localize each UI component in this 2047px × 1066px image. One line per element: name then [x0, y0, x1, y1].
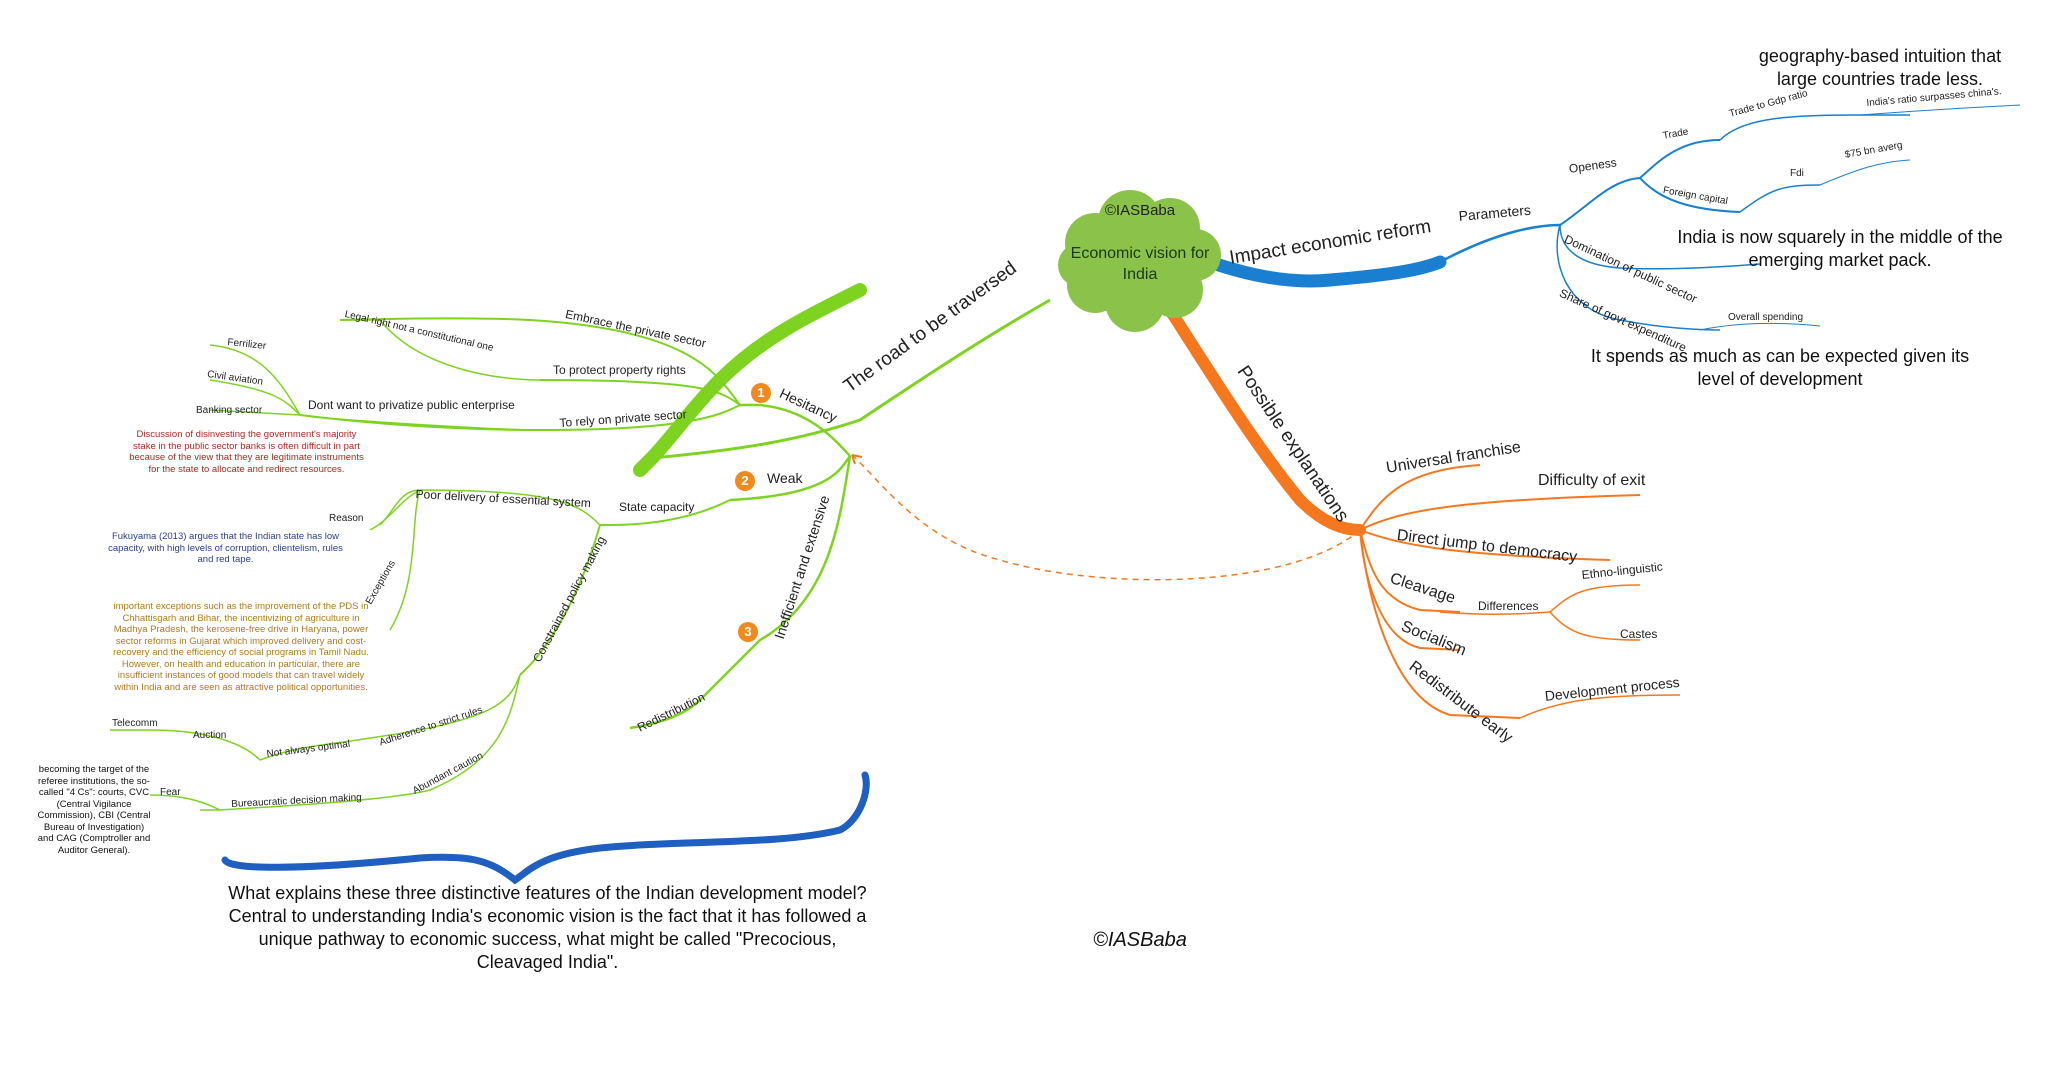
watermark: ©IASBaba [1093, 929, 1187, 951]
edge-universal [1359, 464, 1481, 531]
label-exit[interactable]: Difficulty of exit [1538, 472, 1646, 489]
label-fear[interactable]: Fear [160, 787, 181, 798]
label-overall[interactable]: Overall spending [1728, 312, 1804, 323]
label-castes[interactable]: Castes [1620, 627, 1658, 641]
label-telecomm[interactable]: Telecomm [112, 718, 158, 729]
edge-exit [1359, 494, 1641, 531]
handwritten-brace [221, 771, 870, 885]
note-fukuyama: Fukuyama (2013) argues that the Indian s… [108, 531, 343, 565]
edge-strict [259, 674, 521, 761]
edge-parameters [1439, 223, 1561, 264]
branch-possible [1164, 304, 1366, 536]
edge-constrained [519, 524, 601, 676]
edge-hesitancy [740, 403, 851, 457]
branch-road [633, 283, 867, 477]
edge-exceptions [389, 489, 421, 631]
edge-differences [1439, 611, 1551, 615]
note-spend: It spends as much as can be expected giv… [1590, 346, 1970, 389]
label-weak[interactable]: Weak [767, 470, 803, 486]
note-market: India is now squarely in the middle of t… [1677, 227, 2003, 270]
edge-cleavage [1359, 529, 1461, 613]
badge-two: 2 [735, 471, 755, 491]
dashed-link-arrow [851, 454, 863, 465]
edge-redistribute [1359, 529, 1521, 719]
branch-road-taper [651, 298, 1051, 460]
label-dont-privatize[interactable]: Dont want to privatize public enterprise [308, 398, 515, 412]
note-fear: becoming the target of the referee insti… [37, 764, 151, 856]
branch-impact [1183, 248, 1447, 288]
central-cloud[interactable] [1058, 190, 1221, 332]
note-exceptions: important exceptions such as the improve… [113, 601, 369, 693]
edge-legal [340, 319, 541, 381]
edge-reason [369, 489, 421, 531]
edge-trade [1639, 139, 1721, 179]
edge-castes [1549, 611, 1641, 641]
edge-civil [209, 379, 301, 416]
edge-india-ratio [1859, 104, 2021, 116]
edge-state-capacity [600, 499, 731, 526]
label-fdi[interactable]: Fdi [1790, 168, 1804, 179]
edge-trade-gdp [1719, 114, 1910, 141]
edge-poor-delivery [379, 489, 601, 526]
edge-protect [539, 379, 741, 406]
note-trade: geography-based intuition that large cou… [1758, 46, 2002, 89]
edge-weak [729, 455, 852, 502]
edge-embrace [339, 317, 741, 406]
edge-foreign [1639, 177, 1741, 213]
edge-development [1519, 694, 1681, 719]
badge-one: 1 [751, 383, 771, 403]
hidden-cloud-title: ©IASBaba [1104, 202, 1176, 219]
edge-share [1556, 224, 1721, 331]
edge-domination [1559, 224, 1761, 270]
edge-inefficient [629, 455, 852, 730]
edge-openness [1559, 177, 1641, 226]
edge-fertilizer [209, 344, 301, 416]
edge-privatize [209, 409, 541, 431]
label-state-capacity[interactable]: State capacity [619, 500, 695, 514]
dashed-link [851, 454, 1361, 581]
note-disinvesting: Discussion of disinvesting the governmen… [129, 429, 364, 475]
badge-three: 3 [738, 622, 758, 642]
label-auction[interactable]: Auction [193, 730, 227, 741]
central-topic[interactable]: Economic vision for India [1070, 245, 1210, 283]
label-protect[interactable]: To protect property rights [553, 363, 686, 377]
edge-direct [1359, 529, 1611, 561]
edge-fdi-value [1819, 159, 1911, 186]
label-differences[interactable]: Differences [1478, 599, 1539, 613]
edge-abundant [200, 674, 521, 811]
edge-ethno [1549, 584, 1641, 613]
label-reason[interactable]: Reason [329, 513, 364, 524]
edge-overall [1699, 322, 1821, 331]
edge-auction [110, 729, 261, 761]
label-banking[interactable]: Banking sector [196, 405, 263, 416]
bottom-note: What explains these three distinctive fe… [228, 883, 867, 972]
edge-fear [149, 794, 221, 811]
edge-fdi [1739, 184, 1821, 213]
